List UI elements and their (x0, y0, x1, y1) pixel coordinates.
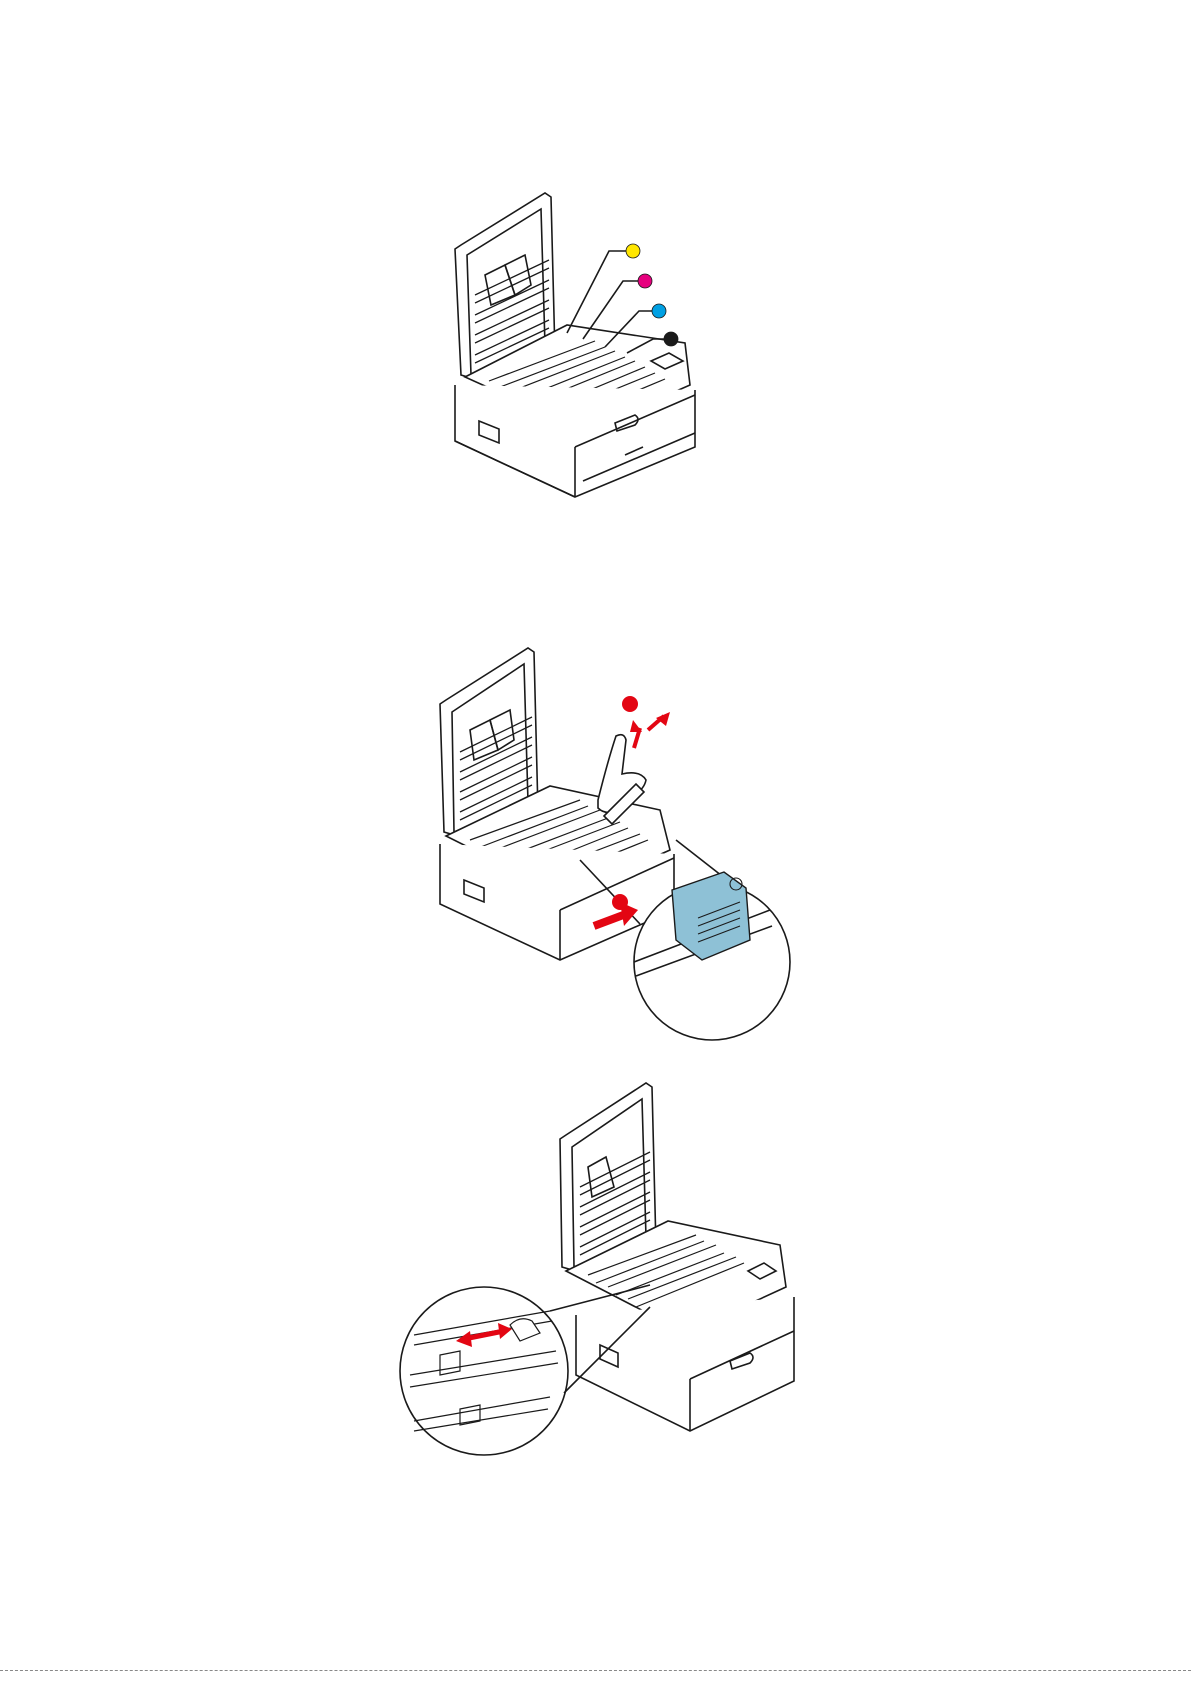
figure-remove-drum (440, 640, 780, 1040)
black-dot (664, 332, 678, 346)
figure-clean-led-head (400, 1075, 800, 1485)
cyan-dot (652, 304, 666, 318)
bottom-rule (0, 1670, 1191, 1671)
magenta-dot (638, 274, 652, 288)
printer-illustration-2 (440, 640, 780, 1040)
printer-illustration-1 (455, 185, 735, 515)
figure-printer-color-callouts (455, 185, 735, 515)
step-dot-1 (622, 696, 638, 712)
printer-illustration-3 (400, 1075, 800, 1485)
yellow-dot (626, 244, 640, 258)
step-dot-2 (612, 894, 628, 910)
